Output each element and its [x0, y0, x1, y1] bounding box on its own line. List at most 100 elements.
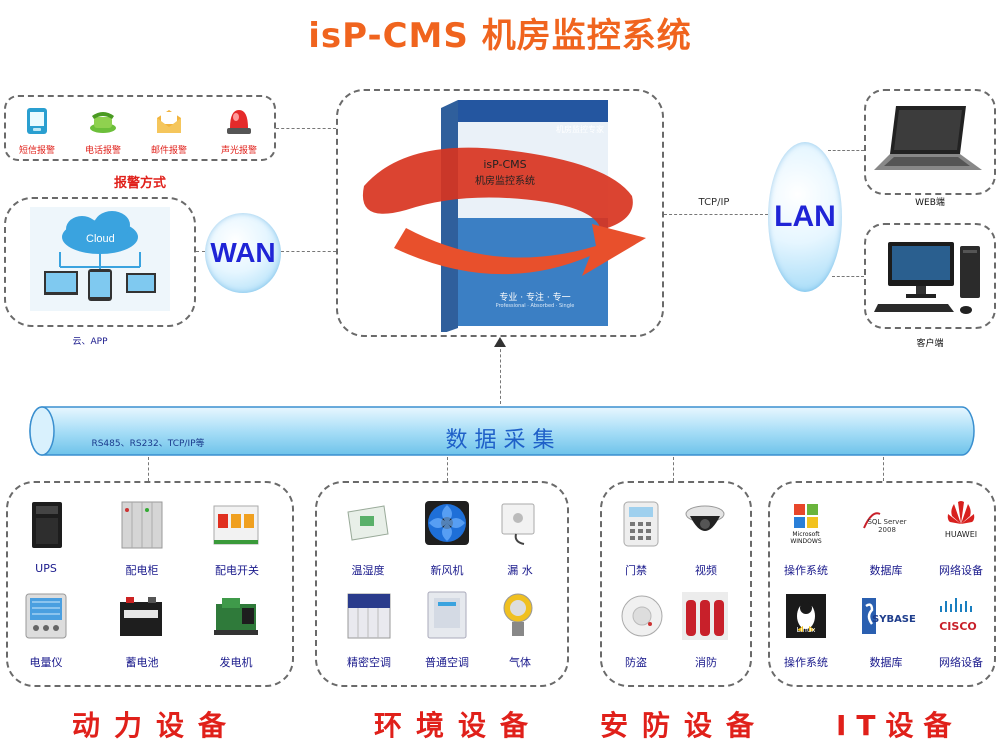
generator-icon — [214, 598, 258, 635]
device-label: 数据库 — [869, 564, 903, 577]
it-devices-panel — [768, 481, 996, 687]
data-bus-pipe — [29, 406, 975, 456]
logo-text: SYBASE — [872, 614, 916, 625]
connector-line — [281, 251, 336, 252]
product-box-slogan-en: Professional · Absorbed · Single — [495, 303, 575, 309]
laptop-icon — [874, 106, 982, 170]
page-title: isP-CMS 机房监控系统 — [308, 16, 692, 56]
phone-alarm-icon — [90, 112, 116, 133]
device-label: 漏 水 — [507, 564, 533, 577]
power-devices-panel — [6, 481, 294, 687]
fan-icon — [425, 501, 469, 545]
distribution-cabinet-icon — [121, 501, 163, 549]
device-label: 数据库 — [869, 656, 903, 669]
device-label: 防盗 — [625, 656, 647, 669]
cloud-icon-text: Cloud — [86, 233, 115, 245]
environment-devices-panel — [315, 481, 569, 687]
wan-bubble: WAN — [205, 213, 281, 293]
windows-logo-icon — [794, 504, 818, 528]
device-label: 温湿度 — [351, 564, 385, 577]
logo-text: HUAWEI — [944, 530, 978, 539]
alarm-methods-caption: 报警方式 — [113, 176, 166, 191]
alarm-methods-panel — [4, 95, 276, 161]
device-label: 配电柜 — [125, 564, 159, 577]
logo-text: Linux — [796, 626, 816, 634]
cloud-caption: 云、APP — [72, 337, 108, 347]
sms-alarm-icon — [27, 108, 47, 134]
wan-label: WAN — [210, 237, 276, 268]
alarm-item-label: 邮件报警 — [150, 146, 187, 156]
alarm-item-label: 短信报警 — [18, 146, 55, 156]
device-label: 新风机 — [430, 564, 464, 577]
device-label: 配电开关 — [215, 564, 259, 577]
huawei-logo-icon — [947, 501, 975, 524]
product-panel — [336, 89, 664, 337]
smoke-detector-icon — [621, 595, 663, 637]
precision-ac-icon — [347, 593, 391, 639]
device-label: 网络设备 — [939, 564, 983, 577]
camera-icon — [685, 505, 725, 531]
web-client-label: WEB端 — [915, 198, 945, 208]
ac-icon — [427, 591, 467, 639]
device-label: 门禁 — [625, 564, 647, 577]
gas-detector-icon — [503, 593, 533, 636]
siren-alarm-icon — [227, 110, 251, 134]
security-devices-panel — [600, 481, 752, 687]
linux-logo-icon — [786, 594, 826, 638]
product-box-slogan: 专业 · 专注 · 专一 — [499, 293, 571, 303]
device-label: 电量仪 — [29, 656, 63, 669]
cloud-app-icon: Cloud — [30, 207, 170, 311]
connector-line — [664, 214, 768, 215]
lan-label: LAN — [774, 200, 836, 233]
temp-humidity-sensor-icon — [347, 505, 389, 541]
device-label: UPS — [35, 562, 57, 575]
device-label: 消防 — [695, 656, 717, 669]
sqlserver-logo-icon — [863, 512, 881, 529]
desktop-client-panel — [864, 223, 996, 329]
device-label: 操作系统 — [784, 564, 828, 577]
connector-line — [828, 150, 864, 151]
water-leak-sensor-icon — [501, 503, 535, 545]
desktop-client-label: 客户端 — [916, 339, 944, 349]
product-box-illustration — [362, 100, 646, 332]
cloud-app-panel — [4, 197, 196, 327]
email-alarm-icon — [157, 110, 181, 133]
security-devices-caption: 安防设备 — [600, 709, 769, 742]
it-devices-caption: IT设备 — [836, 709, 962, 742]
alarm-item-label: 电话报警 — [84, 146, 121, 156]
device-label: 蓄电池 — [125, 656, 159, 669]
environment-devices-caption: 环境设备 — [374, 709, 543, 742]
tcpip-label: TCP/IP — [698, 197, 730, 208]
connector-line — [500, 344, 501, 404]
device-label: 发电机 — [219, 656, 253, 669]
power-meter-icon — [25, 593, 67, 639]
device-label: 视频 — [695, 564, 717, 577]
breaker-switch-icon — [213, 505, 259, 545]
device-label: 精密空调 — [347, 656, 391, 669]
product-box-tag: 机房监控专家 — [556, 125, 604, 134]
device-label: 网络设备 — [939, 656, 983, 669]
logo-text: CISCO — [939, 620, 977, 633]
connector-line — [447, 457, 448, 481]
product-box-subtitle: 机房监控系统 — [475, 176, 535, 187]
logo-text: SQL Server 2008 — [867, 518, 907, 534]
device-label: 气体 — [509, 656, 531, 669]
data-bus-label: 数 据 采 集 — [445, 428, 555, 453]
cisco-logo-icon — [940, 598, 972, 612]
ups-icon — [32, 502, 62, 548]
connector-line — [196, 251, 205, 252]
device-label: 普通空调 — [425, 656, 469, 669]
connector-line — [148, 457, 149, 481]
alarm-item-label: 声光报警 — [220, 146, 257, 156]
product-box-name: isP-CMS — [483, 158, 527, 171]
connector-line — [673, 457, 674, 481]
desktop-computer-icon — [874, 242, 980, 314]
battery-icon — [120, 597, 162, 636]
connector-line — [276, 128, 336, 129]
connector-line — [883, 457, 884, 481]
power-devices-caption: 动力设备 — [72, 709, 241, 742]
connector-line — [832, 276, 864, 277]
data-bus-protocols: RS485、RS232、TCP/IP等 — [91, 439, 205, 449]
logo-text: Microsoft WINDOWS — [790, 531, 822, 545]
fire-extinguisher-icon — [682, 592, 728, 640]
